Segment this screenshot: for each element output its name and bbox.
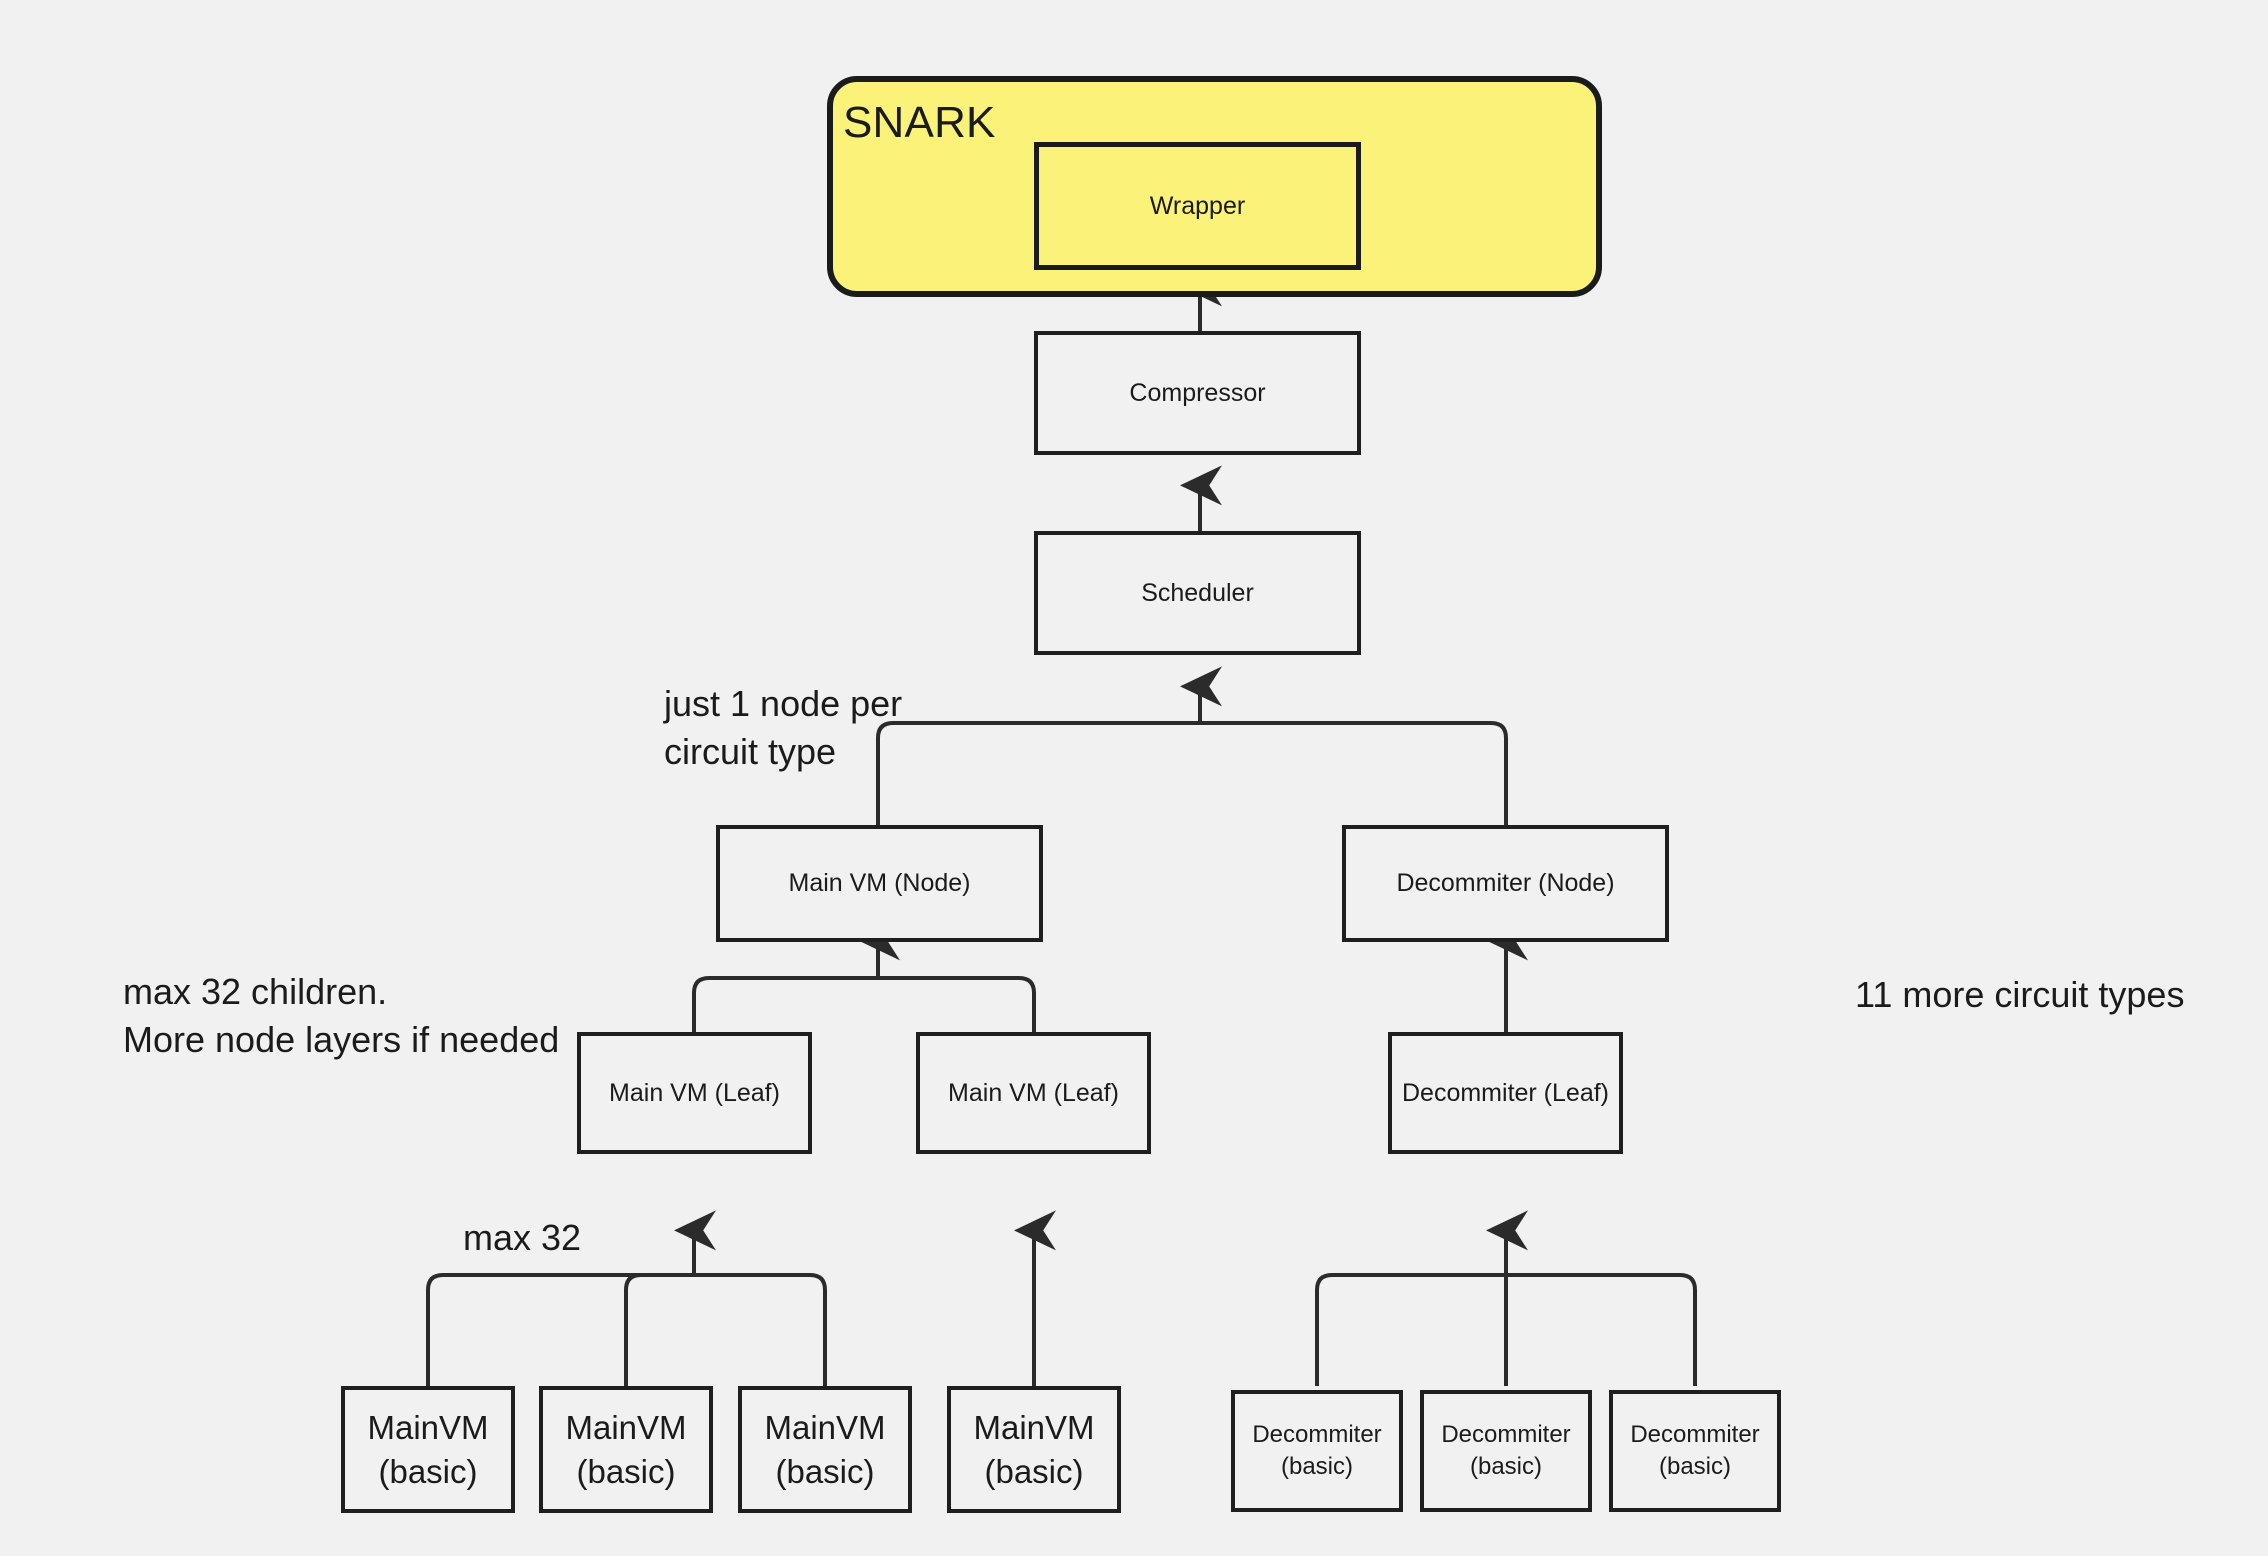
- annotation-more-circuit-types: 11 more circuit types: [1855, 974, 2185, 1015]
- mainvm-node[interactable]: Main VM (Node): [716, 825, 1043, 942]
- mainvm-leaf-1[interactable]: Main VM (Leaf): [577, 1032, 812, 1154]
- wrapper-node[interactable]: Wrapper: [1034, 142, 1361, 270]
- compressor-node[interactable]: Compressor: [1034, 331, 1361, 455]
- decommiter-basic-2[interactable]: Decommiter (basic): [1420, 1390, 1592, 1512]
- mainvm-leaf-2[interactable]: Main VM (Leaf): [916, 1032, 1151, 1154]
- annotation-max-32: max 32: [463, 1217, 582, 1258]
- decommiter-basic-3[interactable]: Decommiter (basic): [1609, 1390, 1781, 1512]
- edge-mainvm-leaf2-to-join: [878, 976, 1036, 1032]
- decommiter-node[interactable]: Decommiter (Node): [1342, 825, 1669, 942]
- edge-decommiter-basic1-to-join: [1315, 1273, 1506, 1386]
- mainvm-basic-1[interactable]: MainVM (basic): [341, 1386, 515, 1513]
- annotation-one-node-per-type: just 1 node per circuit type: [664, 683, 903, 772]
- edge-mainvm-leaf1-to-join: [692, 976, 878, 1032]
- mainvm-basic-3[interactable]: MainVM (basic): [738, 1386, 912, 1513]
- edge-mainvm-basic2-to-join: [624, 1273, 694, 1386]
- annotation-max-32-children: max 32 children. More node layers if nee…: [123, 971, 560, 1060]
- edge-mainvm-node-to-join: [876, 721, 1200, 825]
- mainvm-basic-2[interactable]: MainVM (basic): [539, 1386, 713, 1513]
- decommiter-basic-1[interactable]: Decommiter (basic): [1231, 1390, 1403, 1512]
- edge-decommiter-basic3-to-join: [1506, 1273, 1697, 1386]
- mainvm-basic-4[interactable]: MainVM (basic): [947, 1386, 1121, 1513]
- edge-mainvm-basic1-to-join: [426, 1273, 694, 1386]
- edge-mainvm-basic3-to-join: [694, 1273, 827, 1386]
- snark-group-title: SNARK: [843, 98, 996, 147]
- decommiter-leaf[interactable]: Decommiter (Leaf): [1388, 1032, 1623, 1154]
- edge-decommiter-node-to-join: [1200, 721, 1508, 825]
- scheduler-node[interactable]: Scheduler: [1034, 531, 1361, 655]
